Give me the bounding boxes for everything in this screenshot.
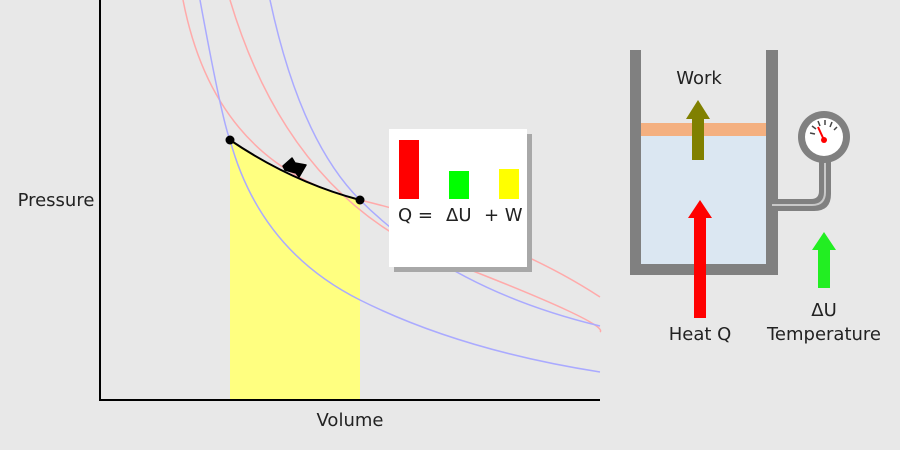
delta-u-label: ΔU xyxy=(811,300,837,321)
q-bar xyxy=(399,140,419,199)
state-point-end xyxy=(355,195,365,205)
du-equation-label: ΔU xyxy=(446,205,472,226)
pv-diagram: Pressure Volume xyxy=(18,0,602,431)
cylinder-apparatus: Work Heat Q ΔU Temperature xyxy=(630,50,881,345)
du-bar xyxy=(449,171,469,199)
y-axis-label: Pressure xyxy=(18,190,95,211)
temperature-label: Temperature xyxy=(766,324,881,345)
gauge-pipe-highlight xyxy=(772,152,826,206)
process-curve xyxy=(229,139,361,201)
q-equation-label: Q = xyxy=(398,205,433,226)
w-bar xyxy=(499,169,519,199)
work-label: Work xyxy=(676,68,722,89)
work-arrow-icon xyxy=(686,100,710,160)
work-area-fill xyxy=(230,140,360,400)
container-left-wall xyxy=(630,50,641,275)
x-axis-label: Volume xyxy=(317,410,384,431)
state-point-start xyxy=(225,135,235,145)
container-right-wall xyxy=(766,50,778,275)
adiabat-curve xyxy=(199,0,601,373)
heat-label: Heat Q xyxy=(669,324,732,345)
process-direction-arrow-icon xyxy=(282,157,307,178)
temperature-arrow-icon xyxy=(812,232,836,288)
energy-balance-legend: Q = ΔU + W xyxy=(389,129,532,272)
heat-arrow-icon xyxy=(688,200,712,318)
pressure-gauge-icon xyxy=(798,111,850,163)
w-equation-label: + W xyxy=(484,205,523,226)
